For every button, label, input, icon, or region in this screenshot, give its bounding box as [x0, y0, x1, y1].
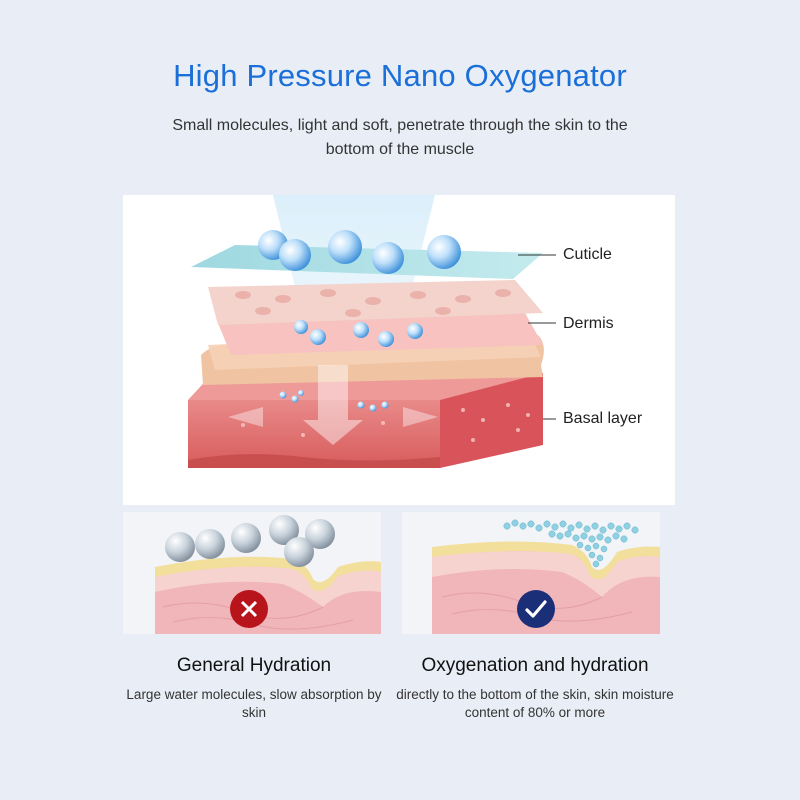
nano-molecule-skin-illustration [432, 519, 660, 634]
oxygenation-hydration-description: directly to the bottom of the skin, skin… [396, 687, 674, 720]
page-subtitle: Small molecules, light and soft, penetra… [172, 117, 628, 158]
skin-layers-diagram: Cuticle Dermis Basal layer [123, 195, 675, 505]
general-hydration-description: Large water molecules, slow absorption b… [126, 687, 382, 720]
check-mark-icon [516, 589, 556, 629]
label-cuticle: Cuticle [563, 246, 612, 263]
skin-layers-illustration [188, 195, 556, 468]
label-basal-layer: Basal layer [563, 410, 643, 427]
page-title: High Pressure Nano Oxygenator [173, 58, 627, 93]
general-hydration-title: General Hydration [176, 655, 332, 676]
large-molecule-skin-illustration [155, 515, 381, 634]
oxygenation-hydration-title: Oxygenation and hydration [421, 655, 649, 676]
label-dermis: Dermis [563, 315, 614, 332]
x-mark-icon [229, 589, 269, 629]
